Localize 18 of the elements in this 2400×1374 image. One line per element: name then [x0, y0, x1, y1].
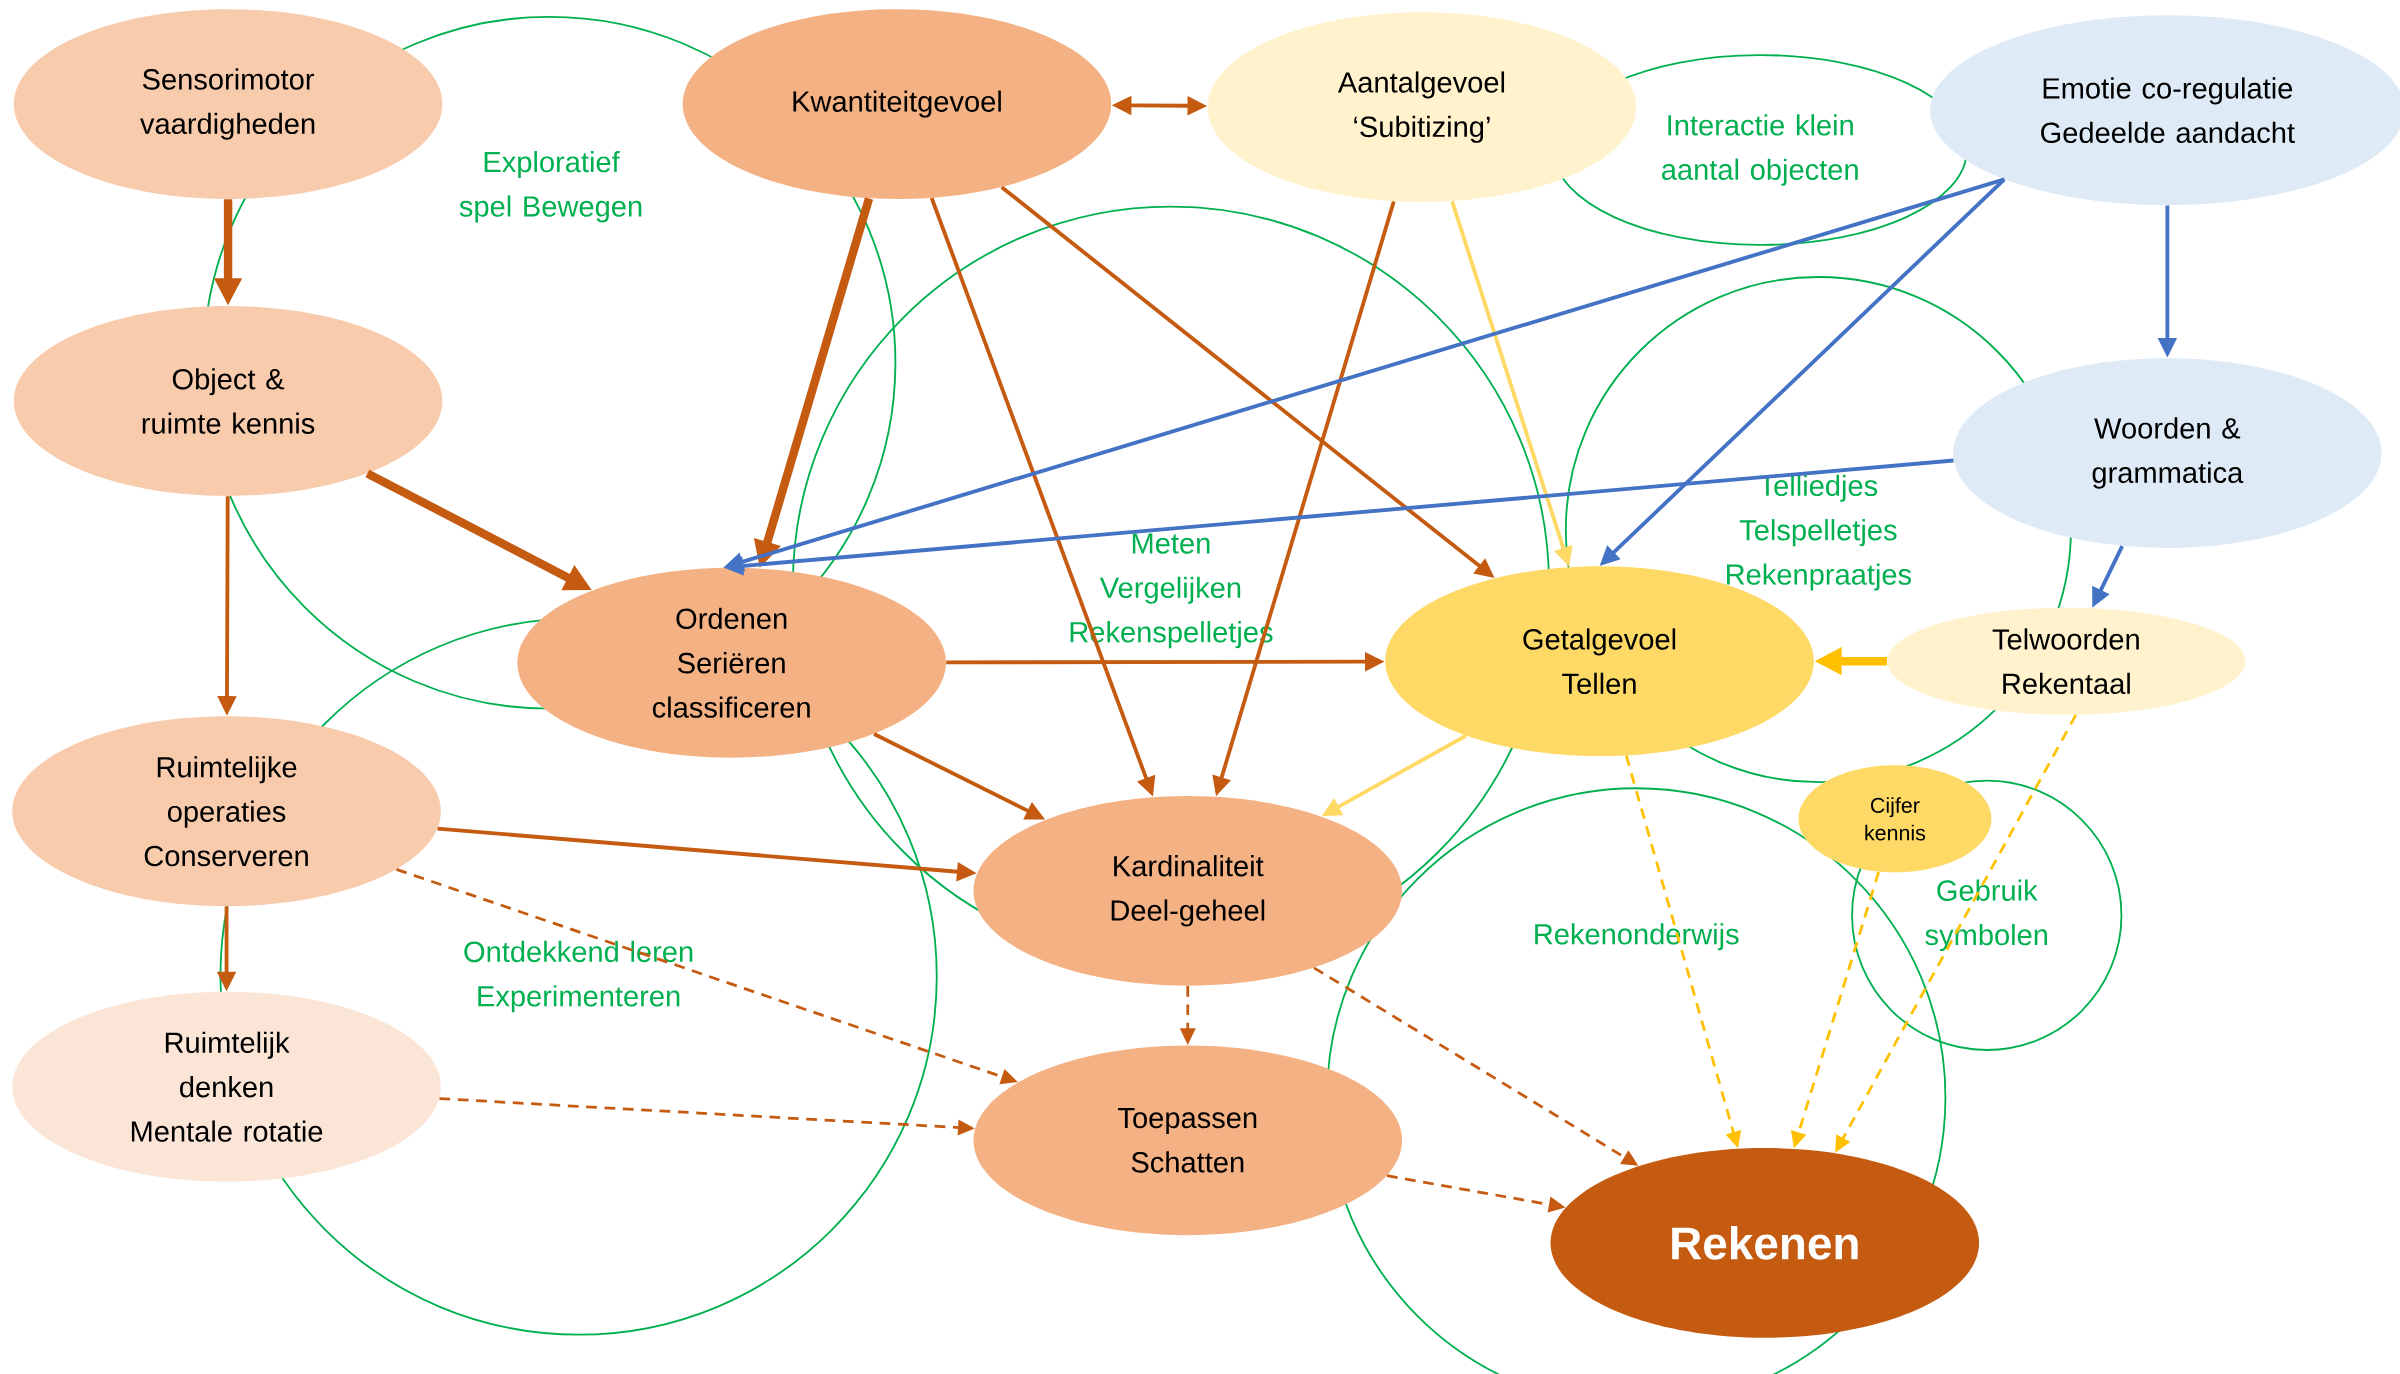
zone-label: Rekenonderwijs	[1535, 922, 1739, 951]
ellipse-node: Kardinaliteit Deel-geheel	[973, 795, 1403, 986]
zone-label: Interactie klein aantal objecten	[1662, 114, 1858, 186]
ellipse-node: Woorden & grammatica	[1953, 357, 2382, 548]
ellipse-node: Object & ruimte kennis	[13, 305, 443, 496]
ellipse-node: Ordenen Seriëren classificeren	[517, 567, 946, 758]
zone-label: Gebruik symbolen	[1925, 879, 2048, 951]
zone-label: Ontdekkend leren Experimenteren	[464, 940, 693, 1013]
ellipse-node: Cijfer kennis	[1798, 765, 1992, 873]
ellipse-node: Ruimtelijke operaties Conserveren	[12, 716, 441, 906]
zone-label: Exploratief spel Bewegen	[459, 150, 642, 223]
ellipse-node: Aantalgevoel ‘Subitizing’	[1207, 12, 1637, 202]
ellipse-node: Toepassen Schatten	[973, 1045, 1403, 1235]
ellipse-node: Rekenen	[1550, 1147, 1980, 1338]
ellipse-node: Ruimtelijk denken Mentale rotatie	[12, 991, 441, 1182]
ellipse-node: Sensorimotor vaardigheden	[13, 8, 443, 199]
ellipse-node: Kwantiteitgevoel	[682, 8, 1112, 199]
ellipse-node: Telwoorden Rekentaal	[1887, 607, 2246, 715]
